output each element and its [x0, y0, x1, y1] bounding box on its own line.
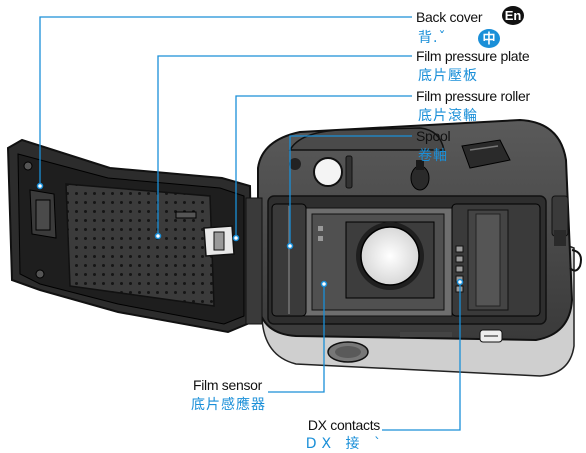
back-cover-illustration: [6, 138, 263, 334]
film-sensor-label-zh: 底片感應器: [191, 397, 266, 413]
film-pressure-roller-label: Film pressure roller: [416, 88, 530, 104]
dx-contacts-label-zh: DX 接 ˋ: [305, 436, 386, 452]
spool-label-zh: 卷軸: [418, 148, 448, 164]
english-badge-icon: En: [502, 6, 524, 25]
leader-lines: [39, 16, 461, 431]
chinese-badge-icon: 中: [478, 29, 500, 48]
back-cover-label: Back cover: [416, 9, 483, 25]
film-pressure-plate-label: Film pressure plate: [416, 48, 530, 64]
film-pressure-plate-label-zh: 底片壓板: [418, 68, 478, 84]
camera-body: [257, 118, 582, 377]
film-pressure-roller-label-zh: 底片滾輪: [418, 108, 478, 124]
dx-contacts-label: DX contacts: [307, 417, 380, 433]
spool-label: Spool: [416, 128, 451, 144]
leader-dots: [36, 182, 464, 288]
film-sensor-label: Film sensor: [192, 377, 262, 393]
back-cover-label-zh: 背.ˇ: [418, 30, 447, 46]
